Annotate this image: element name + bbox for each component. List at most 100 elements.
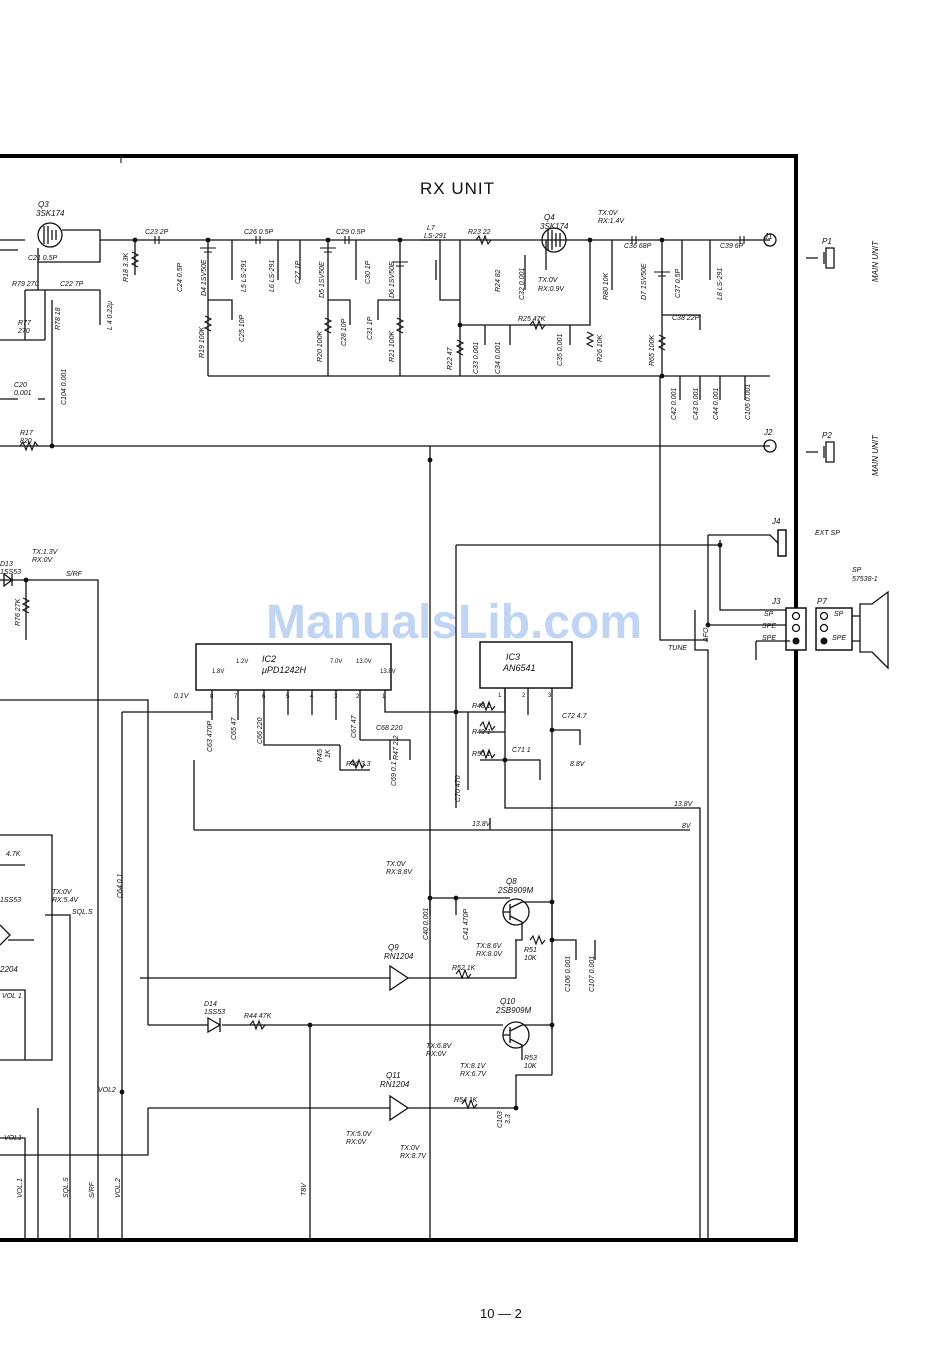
svg-text:2: 2 [522, 693, 526, 699]
c24-label: C24 0.5P [177, 262, 184, 292]
c35-label: C35 0.001 [557, 334, 564, 366]
c23-label: C23 2P [145, 229, 169, 236]
c104-label: C104 0.001 [61, 369, 68, 405]
r44-label: R44 47K [244, 1013, 272, 1020]
r49-label: R49 1 [472, 729, 491, 736]
r20-label: R20 100K [317, 331, 324, 362]
net-tune: TUNE [668, 645, 687, 652]
c71-label: C71 1 [512, 747, 531, 754]
j2-label: J2 [763, 428, 773, 437]
q11-rx-voltage-2: RX:8.7V [400, 1153, 427, 1160]
sheet-frame [0, 154, 798, 1242]
q8-tx-voltage: TX:0V [386, 861, 407, 868]
c31-label: C31 1P [367, 316, 374, 340]
c44-label: C44 0.001 [713, 388, 720, 420]
svg-text:13.0V: 13.0V [356, 659, 372, 665]
q10-rx-voltage: RX:0V [426, 1051, 448, 1058]
q11-part: RN1204 [380, 1080, 410, 1089]
c66-label: C66 220 [257, 717, 264, 744]
c34-label: C34 0.001 [495, 342, 502, 374]
svg-text:1: 1 [382, 694, 386, 700]
tuned-filter-section [134, 239, 770, 400]
c70-label: C70 470 [455, 775, 462, 802]
r47-label: R47 2.2 [393, 735, 400, 760]
r26-label: R26 10K [597, 334, 604, 362]
c21-label: C21 0.5P [28, 255, 58, 262]
sp-model-label: 57538-1 [852, 576, 878, 583]
net-t8v: T8V [301, 1182, 308, 1196]
q10-part: 2SB909M [495, 1006, 531, 1015]
ic2-part: μPD1242H [261, 665, 306, 675]
q8-rx-voltage: RX:8.8V [386, 869, 413, 876]
q10-tx-voltage: TX:6.8V [426, 1043, 453, 1050]
ext-sp-label: EXT SP [815, 530, 840, 537]
c40-label: C40 0.001 [423, 908, 430, 940]
j1-jack-icon [763, 233, 777, 247]
q8-rx2: RX:8.0V [476, 951, 503, 958]
c39-label: C39 6P [720, 243, 744, 250]
j3-pin-sp: SP [764, 611, 774, 618]
speaker-icon [852, 590, 889, 670]
q8-ref: Q8 [506, 877, 517, 886]
rf-input-section [0, 222, 770, 447]
c67-label: C67 47 [351, 714, 358, 738]
net-afo: AFO [703, 627, 710, 643]
svg-text:2: 2 [356, 694, 360, 700]
v8-label: 8V [682, 823, 692, 830]
r51-value: 10K [524, 955, 537, 962]
r77-label: R77 [18, 320, 32, 327]
q11-tx-voltage-2: TX:0V [400, 1145, 421, 1152]
r18-label: R18 3.3K [123, 252, 130, 282]
q11-buffer-icon [389, 1094, 410, 1122]
ic2-ref: IC2 [262, 654, 276, 664]
v01-label: 0.1V [174, 693, 190, 700]
c36-label: C36 68P [624, 243, 652, 250]
r80-label: R80 10K [603, 272, 610, 300]
c64-label: C64 0.1 [117, 873, 124, 898]
net-vol2-bottom: VOL.2 [115, 1178, 122, 1198]
l8-label: L8 LS-291 [717, 268, 724, 300]
j3-pin-spe-1: SPE [762, 623, 776, 630]
q4-ref: Q4 [544, 213, 555, 222]
c43-label: C43 0.001 [693, 388, 700, 420]
p2-plug [806, 441, 835, 463]
r25-label: R25 47K [518, 316, 546, 323]
c27-label: C27 1P [295, 260, 302, 284]
l7-value: LS-291 [424, 233, 447, 240]
c107-label: C107 0.001 [589, 956, 596, 992]
c20-label: C20 [14, 382, 27, 389]
left-part-label: 1SS53 [0, 897, 21, 904]
j3-label: J3 [771, 597, 781, 606]
r51-label: R51 [524, 947, 537, 954]
svg-text:7.0V: 7.0V [330, 659, 342, 665]
q9-part: RN1204 [384, 952, 414, 961]
p2-label: P2 [822, 431, 832, 440]
q4-src-tx: TX:0V [538, 277, 559, 284]
c20-value: 0.001 [14, 390, 32, 397]
net-vol1: VOL1 [4, 1135, 22, 1142]
q9-buffer-icon [389, 964, 410, 992]
net-srf: S/RF [66, 571, 83, 578]
q4-src-rx: RX:0.9V [538, 286, 565, 293]
net-vol2: VOL2 [98, 1087, 116, 1094]
net-vol1-bottom: VOL.1 [17, 1178, 24, 1198]
r54-label: R54 1K [454, 1097, 478, 1104]
d13-tx-voltage: TX:1.3V [32, 549, 59, 556]
p7-label: P7 [817, 597, 827, 606]
q11-rx-voltage: RX:0V [346, 1139, 368, 1146]
c29-label: C29 0.5P [336, 229, 366, 236]
q8-tx2: TX:8.6V [476, 943, 503, 950]
q8-part: 2SB909M [497, 886, 533, 895]
r79-label: R79 270 [12, 281, 39, 288]
main-unit-label-1: MAIN UNIT [871, 240, 880, 282]
d13-rx-voltage: RX:0V [32, 557, 54, 564]
svg-text:3: 3 [548, 693, 552, 699]
c105-label: C105 0.001 [745, 384, 752, 420]
ic3-box [479, 641, 573, 689]
j3-pin-spe-2: SPE [762, 635, 776, 642]
r23-label: R23 22 [468, 229, 491, 236]
c103-value: 3.3 [505, 1114, 512, 1124]
d14-value: 1SS53 [204, 1009, 225, 1016]
